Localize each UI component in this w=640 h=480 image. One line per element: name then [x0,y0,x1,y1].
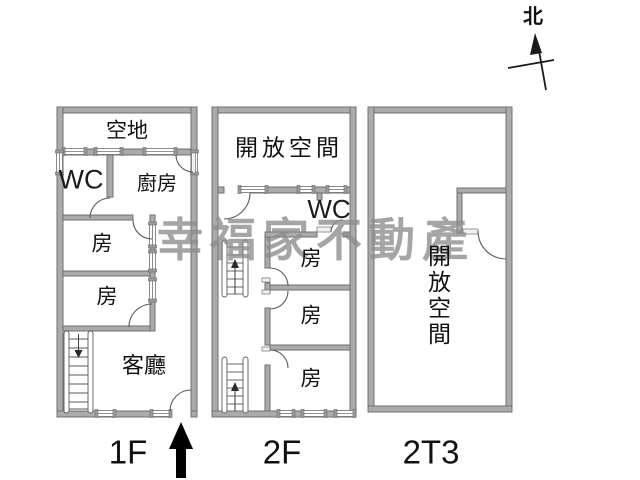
room-label-1f-wc: WC [58,164,104,195]
watermark-text: 幸福家不動產 [157,214,475,266]
floor-caption-1f: 1F [108,433,148,471]
room-label-2f-wc: WC [307,194,351,224]
floor-caption-2f: 2F [262,433,302,471]
room-label-2f-open-space: 開放空間 [235,134,343,161]
room-label-2f-room-3: 房 [300,367,322,391]
north-arrow-icon [507,33,555,91]
entrance-arrow-icon [169,422,193,478]
compass-north-label: 北 [523,6,543,28]
plan-2f-windows [237,185,357,418]
room-label-1f-room-1: 房 [91,232,113,256]
room-label-1f-vacant-lot: 空地 [106,119,148,143]
room-label-2t3-open-space: 開放空間 [424,244,451,348]
room-label-2f-room-1: 房 [300,247,322,271]
plan-1f-doors [89,152,196,412]
plan-2t3-doors [462,228,507,260]
plan-2t3-walls [367,106,513,413]
floor-caption-2t3: 2T3 [402,433,460,471]
room-label-1f-room-2: 房 [96,285,118,309]
room-label-1f-kitchen: 廚房 [137,173,177,195]
room-label-2f-room-2: 房 [300,304,322,328]
plan-1f-stairs [63,330,94,414]
plan-2f-stairs [221,239,249,414]
plan-2f-doors [223,192,344,369]
room-label-1f-living-room: 客廳 [121,353,167,378]
